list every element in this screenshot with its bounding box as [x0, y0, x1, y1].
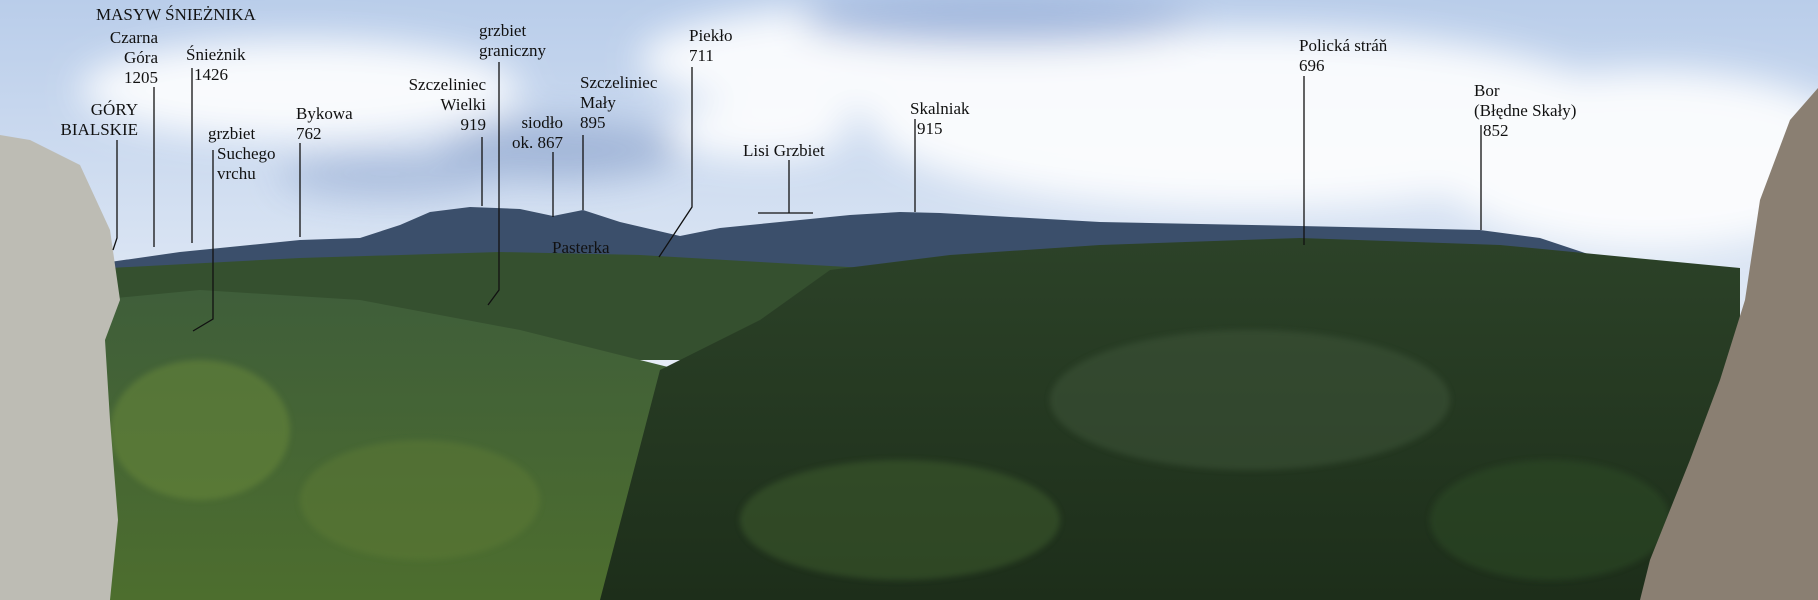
pointer-pieklo	[658, 67, 693, 258]
clouds	[80, 0, 1818, 250]
label-bor: Bor(Błędne Skały)852	[1474, 81, 1577, 140]
pointer-gory-bialskie	[112, 140, 118, 251]
pointer-lines	[112, 62, 1482, 332]
label-pasterka: Pasterka	[552, 238, 610, 257]
tree-texture	[110, 330, 1670, 580]
label-lisi-grzbiet: Lisi Grzbiet	[743, 141, 825, 160]
label-masyw-snieznika: MASYW ŚNIEŻNIKA	[96, 5, 256, 24]
pointer-suchego-vrchu	[192, 150, 214, 332]
right-rock	[1640, 88, 1818, 600]
pointer-grzbiet-graniczny	[487, 62, 500, 306]
left-rock	[0, 135, 120, 600]
